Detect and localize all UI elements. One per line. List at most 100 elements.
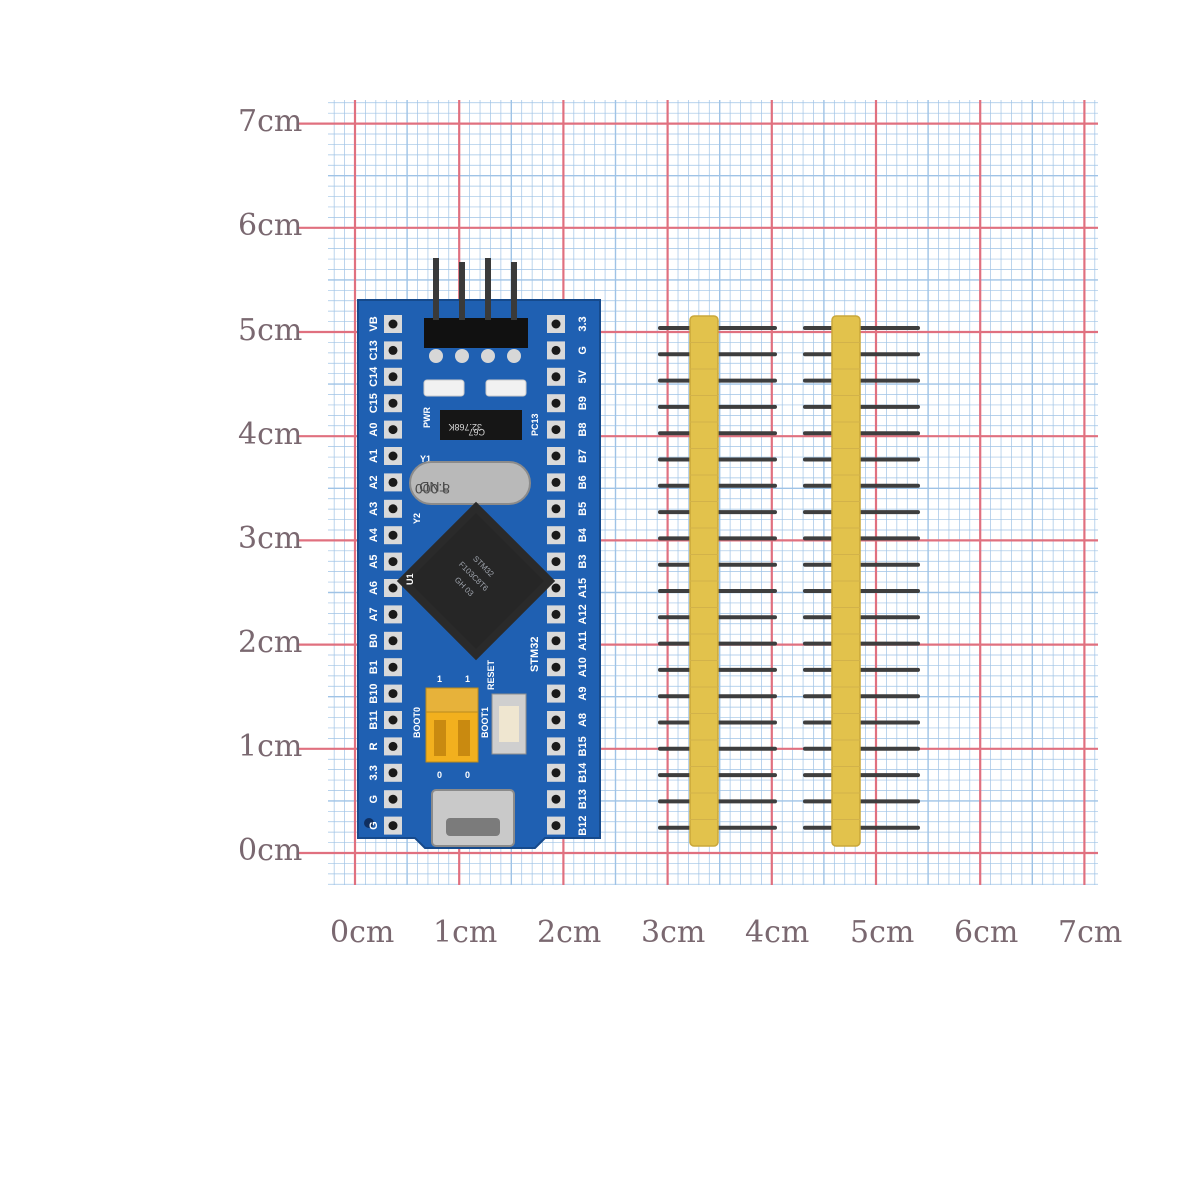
- left-pin-hole: [388, 372, 398, 382]
- right-pin-label: B13: [577, 789, 589, 809]
- boot0-zero-label: 0: [437, 770, 442, 780]
- left-pin-label: B1: [368, 660, 380, 674]
- right-pin-label: B15: [577, 736, 589, 756]
- right-pin-hole: [551, 715, 561, 725]
- osc-sub-label: C67: [468, 427, 485, 437]
- mcu-body: [408, 513, 544, 649]
- left-pin-hole: [388, 451, 398, 461]
- right-pin-label: B6: [577, 475, 589, 489]
- swd-pin-4: [511, 262, 517, 320]
- pin-header-pads: [384, 315, 565, 835]
- left-pin-hole: [388, 583, 398, 593]
- right-pin-label: A9: [577, 687, 589, 701]
- swd-pad-4: [507, 349, 521, 363]
- rtc-oscillator: [440, 410, 522, 440]
- right-pin-label: A10: [577, 657, 589, 677]
- left-pin-hole: [388, 319, 398, 329]
- left-pin-hole: [388, 504, 398, 514]
- swd-header-body: [424, 318, 528, 348]
- y-label-3cm: 3cm: [238, 521, 302, 556]
- pwr-led: [423, 379, 465, 397]
- right-pin-label: 3.3: [577, 316, 589, 331]
- right-pin-hole: [551, 372, 561, 382]
- left-pin-label: B11: [368, 710, 380, 730]
- left-pin-hole: [388, 636, 398, 646]
- right-pin-label: A12: [577, 604, 589, 624]
- right-pin-label: B9: [577, 396, 589, 410]
- left-pin-label: A2: [368, 475, 380, 489]
- right-pin-label: A15: [577, 578, 589, 598]
- right-pin-hole: [551, 583, 561, 593]
- u1-label: U1: [405, 573, 415, 585]
- swd-pin-3: [485, 258, 491, 320]
- x-label-5cm: 5cm: [850, 915, 914, 950]
- x-label-4cm: 4cm: [745, 915, 809, 950]
- left-pin-label: C14: [368, 366, 380, 387]
- x-label-7cm: 7cm: [1058, 915, 1122, 950]
- left-pin-hole: [388, 741, 398, 751]
- right-pin-hole: [551, 768, 561, 778]
- right-pin-labels: 3.3G5VB9B8B7B6B5B4B3A15A12A11A10A9A8B15B…: [577, 316, 589, 835]
- y-label-6cm: 6cm: [238, 208, 302, 243]
- mcu-chip: STM32 F103C8T6 GH 03: [396, 501, 556, 661]
- left-pin-label: A5: [368, 555, 380, 569]
- right-pin-label: B4: [577, 527, 589, 542]
- right-pin-hole: [551, 345, 561, 355]
- left-pin-hole: [388, 794, 398, 804]
- left-pin-label: C15: [368, 393, 380, 413]
- left-pin-labels: VBC13C14C15A0A1A2A3A4A5A6A7B0B1B10B11R3.…: [368, 316, 380, 830]
- right-pin-hole: [551, 741, 561, 751]
- right-pin-hole: [551, 451, 561, 461]
- y-label-0cm: 0cm: [238, 833, 302, 868]
- right-pin-hole: [551, 689, 561, 699]
- y2-label: Y2: [412, 513, 422, 524]
- left-pin-hole: [388, 821, 398, 831]
- y-label-4cm: 4cm: [238, 417, 302, 452]
- boot-jumper-slot-2: [458, 720, 470, 756]
- left-pin-label: G: [368, 821, 380, 830]
- y-label-1cm: 1cm: [238, 729, 302, 764]
- x-label-3cm: 3cm: [641, 915, 705, 950]
- x-label-1cm: 1cm: [433, 915, 497, 950]
- left-pin-hole: [388, 530, 398, 540]
- left-pin-hole: [388, 768, 398, 778]
- left-pin-hole: [388, 398, 398, 408]
- stm32-label: STM32: [529, 637, 541, 672]
- left-pin-hole: [388, 345, 398, 355]
- boot1-one-label: 1: [465, 674, 470, 684]
- left-pin-label: B10: [368, 684, 380, 704]
- left-pin-label: A1: [368, 449, 380, 463]
- right-pin-hole: [551, 662, 561, 672]
- reset-button-cap: [499, 706, 519, 742]
- pc13-led: [485, 379, 527, 397]
- left-pin-hole: [388, 689, 398, 699]
- y-label-5cm: 5cm: [238, 313, 302, 348]
- left-pin-hole: [388, 715, 398, 725]
- left-pin-label: A3: [368, 502, 380, 516]
- crystal-label: 8.000: [415, 481, 450, 497]
- left-pin-hole: [388, 425, 398, 435]
- x-label-2cm: 2cm: [537, 915, 601, 950]
- left-pin-label: A0: [368, 423, 380, 437]
- x-label-0cm: 0cm: [330, 915, 394, 950]
- y-axis-labels: 7cm 6cm 5cm 4cm 3cm 2cm 1cm 0cm: [238, 104, 302, 868]
- swd-pad-1: [429, 349, 443, 363]
- left-pin-label: A7: [368, 607, 380, 621]
- x-axis-labels: 0cm 1cm 2cm 3cm 4cm 5cm 6cm 7cm: [330, 915, 1122, 950]
- right-pin-hole: [551, 398, 561, 408]
- right-pin-label: G: [577, 346, 589, 355]
- left-pin-label: G: [368, 795, 380, 804]
- x-label-6cm: 6cm: [954, 915, 1018, 950]
- swd-header: [424, 258, 528, 363]
- left-pin-label: A6: [368, 581, 380, 595]
- boot1-label: BOOT1: [480, 707, 490, 738]
- hse-crystal: [409, 461, 531, 505]
- right-pin-label: A11: [577, 631, 589, 651]
- left-pin-label: VB: [368, 316, 380, 331]
- right-pin-label: B3: [577, 555, 589, 569]
- boot1-zero-label: 0: [465, 770, 470, 780]
- right-pin-hole: [551, 319, 561, 329]
- pwr-label: PWR: [422, 407, 432, 428]
- boot0-label: BOOT0: [412, 707, 422, 738]
